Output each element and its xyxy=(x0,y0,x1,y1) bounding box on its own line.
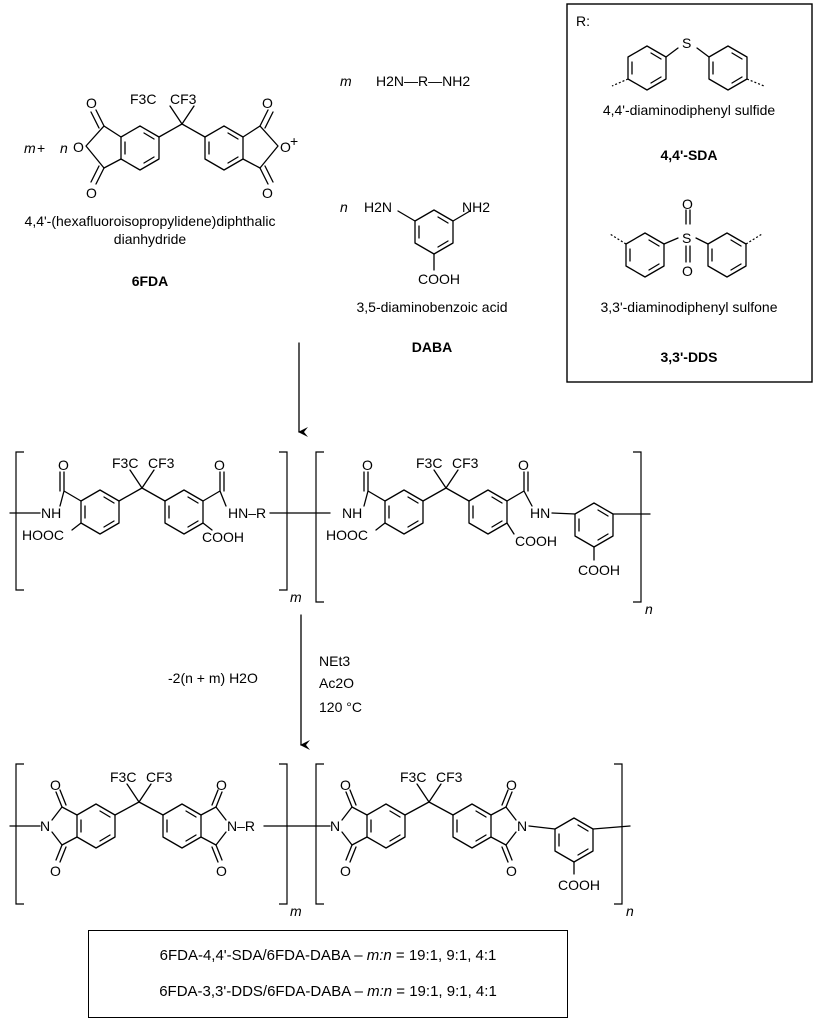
amic-nh-right: NH xyxy=(342,505,362,521)
imide-cf3-left-2: F3C xyxy=(400,769,426,785)
sda-abbr: 4,4'-SDA xyxy=(660,147,717,163)
dds-name: 3,3'-diaminodiphenyl sulfone xyxy=(600,299,777,315)
dianhydride-name-line1: 4,4'-(hexafluoroisopropylidene)diphthali… xyxy=(25,213,276,229)
imide-o-6: O xyxy=(340,863,351,879)
reaction-temperature: 120 °C xyxy=(319,699,362,715)
imide-o-7: O xyxy=(506,777,517,793)
reagent-ac2o: Ac2O xyxy=(319,675,354,691)
amic-cooh-3: COOH xyxy=(578,562,620,578)
polyamic-sub-m: m xyxy=(290,589,302,605)
polyimide: m n N O O F3C CF3 O O N–R N O O F3C CF3 xyxy=(9,763,634,919)
amic-nh-left: NH xyxy=(41,505,61,521)
daba-nh2-right: NH2 xyxy=(462,199,490,215)
amic-o-right-1: O xyxy=(214,457,225,473)
daba-coef: n xyxy=(340,199,348,215)
amic-cf3-left-1: F3C xyxy=(112,455,138,471)
polyamic-sub-n: n xyxy=(645,601,653,617)
dianhydride-name-line2: dianhydride xyxy=(114,231,187,247)
oxygen-top-left: O xyxy=(86,95,97,111)
dds-oxygen-top: O xyxy=(682,196,693,212)
daba: n H2N NH2 COOH 3,5-diaminobenzoic acid D… xyxy=(340,199,507,355)
cf3-left: F3C xyxy=(130,91,156,107)
dds-sulfur: S xyxy=(682,230,691,246)
polyamic-acid: m n NH O HOOC F3C CF3 O HN–R COOH NH O H… xyxy=(9,451,653,617)
daba-abbr: DABA xyxy=(412,339,452,355)
amic-hooc-right: HOOC xyxy=(326,527,368,543)
legend-sda-values: = 19:1, 9:1, 4:1 xyxy=(391,947,497,964)
amic-hn: HN xyxy=(530,505,550,521)
amic-cf3-right-2: CF3 xyxy=(452,455,479,471)
polyimide-sub-m: m xyxy=(290,903,302,919)
polymer-legend-box: 6FDA-4,4'-SDA/6FDA-DABA – m:n = 19:1, 9:… xyxy=(88,930,568,1018)
polyimide-sub-n: n xyxy=(626,903,634,919)
reactant-plus: + xyxy=(290,133,298,149)
imide-cf3-left-1: F3C xyxy=(110,769,136,785)
oxygen-bottom-right: O xyxy=(262,185,273,201)
oxygen-top-right: O xyxy=(262,95,273,111)
legend-dds-ratio: m:n xyxy=(367,983,393,1000)
imide-n-2: N xyxy=(330,818,340,834)
amic-cooh-2: COOH xyxy=(515,533,557,549)
imide-o-8: O xyxy=(506,863,517,879)
sda-sulfur: S xyxy=(682,35,691,51)
amic-hooc-left: HOOC xyxy=(22,527,64,543)
coef-plus: + xyxy=(37,140,45,156)
coef-n: n xyxy=(60,140,68,156)
diamine-formula: H2N—R—NH2 xyxy=(376,73,470,89)
legend-dds-values: = 19:1, 9:1, 4:1 xyxy=(392,983,497,1000)
imide-n-left: N xyxy=(40,818,50,834)
amic-o-left: O xyxy=(58,457,69,473)
sda-name: 4,4'-diaminodiphenyl sulfide xyxy=(603,102,776,118)
oxygen-bottom-left: O xyxy=(86,185,97,201)
legend-line-sda: 6FDA-4,4'-SDA/6FDA-DABA – m:n = 19:1, 9:… xyxy=(89,947,567,964)
amic-cooh-1: COOH xyxy=(202,529,244,545)
legend-line-dds: 6FDA-3,3'-DDS/6FDA-DABA – m:n = 19:1, 9:… xyxy=(89,983,567,1000)
imide-cooh: COOH xyxy=(558,877,600,893)
dds-abbr: 3,3'-DDS xyxy=(660,349,717,365)
oxygen-ring-right: O xyxy=(280,139,291,155)
daba-nh2-left: H2N xyxy=(364,199,392,215)
diamine-coef: m xyxy=(340,73,352,89)
imide-o-5: O xyxy=(340,777,351,793)
daba-name: 3,5-diaminobenzoic acid xyxy=(357,299,508,315)
legend-dds-prefix: 6FDA-3,3'-DDS/6FDA-DABA – xyxy=(159,983,368,1000)
amic-o-left-2: O xyxy=(362,457,373,473)
amic-cf3-right-1: CF3 xyxy=(148,455,175,471)
diamine-h2n-r-nh2: m H2N—R—NH2 xyxy=(340,73,470,89)
r-box-title: R: xyxy=(576,13,590,29)
legend-sda-ratio: m:n xyxy=(366,947,392,964)
dianhydride-abbr: 6FDA xyxy=(132,273,169,289)
imide-n-r: N–R xyxy=(227,818,255,834)
daba-cooh: COOH xyxy=(418,271,460,287)
dds-oxygen-bottom: O xyxy=(682,263,693,279)
dianhydride-6fda: m + n O O O O O O F3C CF3 4,4'-(hexafluo… xyxy=(24,91,291,289)
amic-o-right-2: O xyxy=(518,457,529,473)
water-loss: -2(n + m) H2O xyxy=(168,670,258,686)
imide-cf3-right-1: CF3 xyxy=(146,769,173,785)
imide-o-4: O xyxy=(216,863,227,879)
cf3-right: CF3 xyxy=(170,91,197,107)
reagent-net3: NEt3 xyxy=(319,653,350,669)
coef-m: m xyxy=(24,140,36,156)
imide-n-3: N xyxy=(517,818,527,834)
oxygen-ring-left: O xyxy=(73,139,84,155)
imide-o-1: O xyxy=(50,777,61,793)
amic-hn-r: HN–R xyxy=(228,505,266,521)
legend-sda-prefix: 6FDA-4,4'-SDA/6FDA-DABA – xyxy=(159,947,367,964)
imide-o-2: O xyxy=(50,863,61,879)
imide-cf3-right-2: CF3 xyxy=(436,769,463,785)
imide-o-3: O xyxy=(216,777,227,793)
r-substituent-box: R: S 4,4'-diaminodiphenyl sulfide 4,4'-S… xyxy=(566,3,813,383)
amic-cf3-left-2: F3C xyxy=(416,455,442,471)
